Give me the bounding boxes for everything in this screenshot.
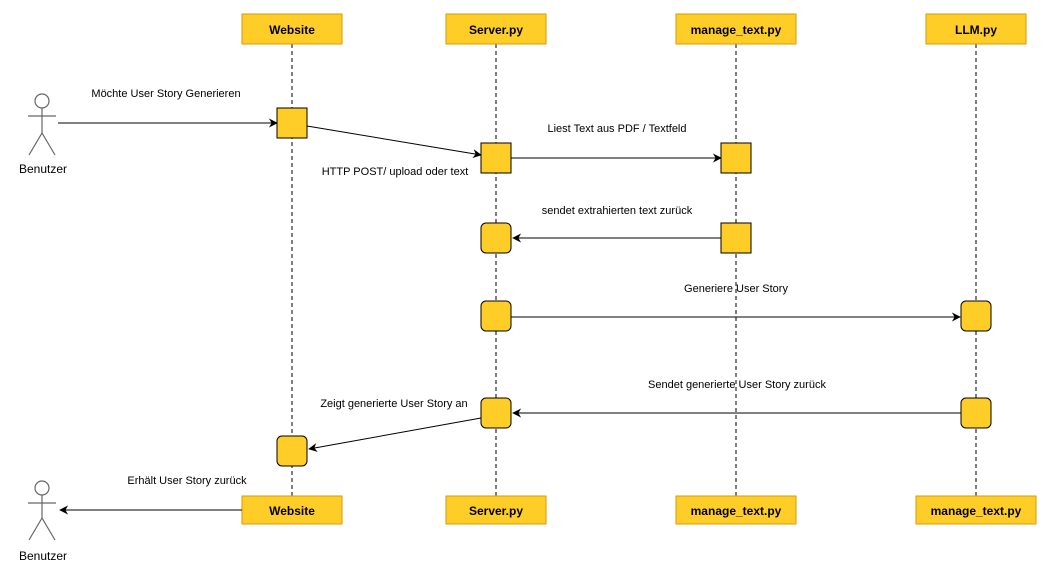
message-label-7: Zeigt generierte User Story an [320,398,467,410]
activation-server-3 [480,300,512,332]
participant-server-top: Server.py [445,13,547,45]
actor-benutzer-top [28,93,56,156]
participant-manage-text-top: manage_text.py [675,13,797,45]
participant-server-bottom: Server.py [445,495,547,525]
message-label-1: Möchte User Story Generieren [91,88,240,100]
actor-label: Benutzer [19,549,67,563]
message-label-4: sendet extrahierten text zurück [542,205,693,217]
activation-server-1 [480,142,512,174]
participant-website-bottom: Website [241,495,343,525]
activation-server-4 [480,397,512,429]
participant-label: Website [269,23,315,37]
participant-label: manage_text.py [931,504,1022,518]
message-label-2: HTTP POST/ upload oder text [322,166,469,178]
participant-manage-text-bottom: manage_text.py [675,495,797,525]
participant-website-top: Website [241,13,343,45]
participant-label: manage_text.py [691,23,782,37]
participant-label: LLM.py [955,23,997,37]
message-label-5: Generiere User Story [684,283,788,295]
message-label-3: Liest Text aus PDF / Textfeld [548,123,687,135]
activation-website-2 [276,435,308,467]
message-label-6: Sendet generierte User Story zurück [648,379,826,391]
message-arrow-7 [308,417,482,452]
activation-llm-2 [960,397,992,429]
activation-server-2 [480,222,512,254]
actor-benutzer-bottom [28,480,56,541]
activation-website-1 [276,107,308,139]
activation-manage-text-2 [720,222,752,254]
participant-label: manage_text.py [691,504,782,518]
participant-label: Website [269,504,315,518]
participant-llm-top: LLM.py [925,13,1027,45]
message-arrow-2 [306,125,482,159]
participant-llm-bottom: manage_text.py [915,495,1037,525]
activation-llm-1 [960,300,992,332]
participant-label: Server.py [469,23,523,37]
activation-manage-text-1 [720,142,752,174]
message-label-8: Erhält User Story zurück [127,475,247,487]
actor-label: Benutzer [19,162,67,176]
participant-label: Server.py [469,504,523,518]
